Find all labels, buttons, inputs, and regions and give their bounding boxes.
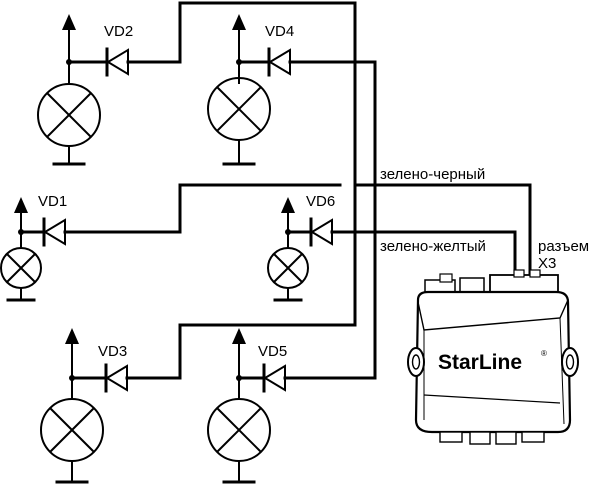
wire-label-green-yellow: зелено-желтый [380,238,486,255]
lamp-group-vd2 [37,14,108,166]
alarm-unit: StarLine ® [407,269,579,445]
diode-label-vd4: VD4 [265,23,294,40]
diode-vd6 [309,217,333,247]
diode-label-vd1: VD1 [38,193,67,210]
diode-label-vd5: VD5 [258,343,287,360]
diode-vd5 [262,363,377,393]
diode-vd4 [267,47,377,77]
lamp-group-vd1 [0,197,46,302]
diode-vd3 [104,363,182,393]
diode-label-vd6: VD6 [306,193,335,210]
wire-green-yellow [178,60,517,380]
lamp-group-vd6 [267,197,313,302]
wire-green-black [178,1,532,380]
lamp-group-vd4 [207,14,271,166]
lamp-group-vd5 [207,328,271,484]
brand-logo: StarLine [438,351,522,374]
diode-vd2 [105,47,182,77]
diode-label-vd2: VD2 [104,23,133,40]
lamp-group-vd3 [40,328,108,484]
wire-label-green-black: зелено-черный [380,166,485,183]
connector-label: разъем [538,238,589,255]
diode-label-vd3: VD3 [98,343,127,360]
diode-vd1 [42,217,182,247]
connector-id: X3 [538,255,556,272]
brand-trademark: ® [541,349,547,358]
